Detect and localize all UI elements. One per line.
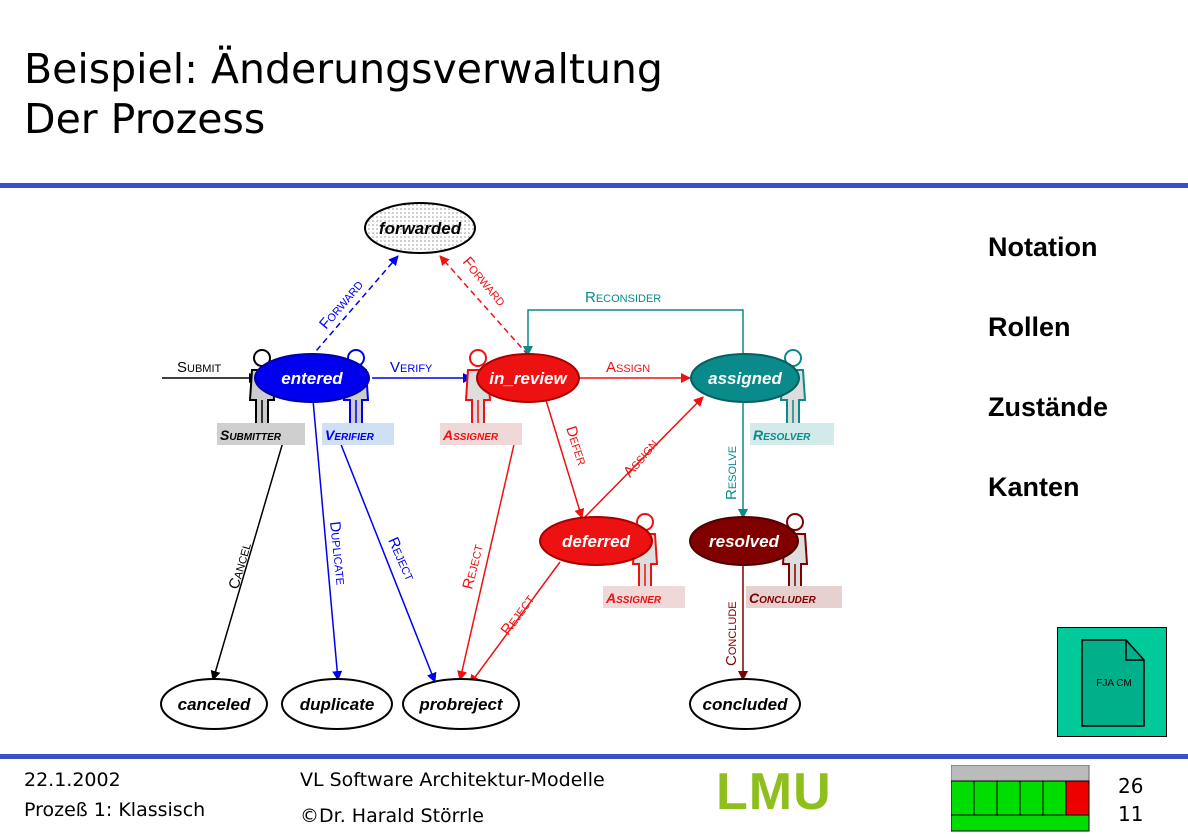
role-submitter: Submitter <box>220 427 282 443</box>
label-reconsider: Reconsider <box>585 289 661 306</box>
page-number: 26 <box>1118 774 1144 798</box>
label-reject-verifier: Reject <box>384 535 418 584</box>
footer-author: ©Dr. Harald Störrle <box>300 805 484 827</box>
label-defer: Defer <box>562 424 591 468</box>
edge-duplicate <box>312 399 343 681</box>
fja-cm-label: FJA CM <box>1096 678 1132 689</box>
edge-forward-left <box>309 255 399 359</box>
lmu-logo-text: LMU <box>716 763 832 821</box>
slide-title-line2: Der Prozess <box>24 95 266 143</box>
document-icon: FJA CM <box>1081 639 1145 727</box>
edge-reject-review <box>457 439 516 681</box>
label-resolve: Resolve <box>723 446 740 500</box>
progress-cell <box>951 780 975 816</box>
slide-title-line1: Beispiel: Änderungsverwaltung <box>24 45 663 93</box>
state-label-concluded: concluded <box>702 695 788 714</box>
progress-cell <box>973 780 998 816</box>
lmu-logo: LMU <box>716 766 832 818</box>
label-verify: Verify <box>390 359 433 376</box>
state-label-entered: entered <box>281 369 343 388</box>
footer-date: 22.1.2002 <box>24 769 121 791</box>
label-forward-left: Forward <box>316 277 367 333</box>
label-reject-deferred: Reject <box>497 591 538 638</box>
state-in-review: in_review <box>476 353 580 403</box>
side-label-kanten: Kanten <box>988 472 1080 502</box>
edge-forward-right <box>439 255 529 356</box>
edge-reject-deferred <box>469 561 561 685</box>
state-canceled: canceled <box>160 678 268 730</box>
side-label-notation: Notation <box>988 232 1098 262</box>
edge-reconsider <box>523 309 744 360</box>
label-reject-review: Reject <box>459 542 487 591</box>
footer-course: VL Software Architektur-Modelle <box>300 769 605 791</box>
state-label-in-review: in_review <box>489 369 568 388</box>
state-label-probreject: probreject <box>418 695 503 714</box>
fja-cm-document-icon[interactable]: FJA CM <box>1057 627 1167 737</box>
label-forward-right: Forward <box>459 254 510 310</box>
role-assigner-review: Assigner <box>442 427 499 443</box>
edge-assign-deferred <box>581 396 704 521</box>
state-deferred: deferred <box>539 516 653 566</box>
bottom-rule <box>0 754 1188 759</box>
state-label-forwarded: forwarded <box>379 219 462 238</box>
role-verifier: Verifier <box>325 427 375 443</box>
progress-footer <box>951 814 1090 832</box>
state-label-canceled: canceled <box>178 695 251 714</box>
state-concluded: concluded <box>689 678 801 730</box>
label-duplicate: Duplicate <box>326 521 350 586</box>
state-resolved: resolved <box>689 516 799 566</box>
state-entered: entered <box>254 353 370 403</box>
edge-cancel <box>210 424 289 681</box>
state-label-deferred: deferred <box>562 532 631 551</box>
edge-defer <box>544 396 585 519</box>
label-conclude: Conclude <box>723 601 740 666</box>
label-assign: Assign <box>606 359 650 376</box>
role-assigner-deferred: Assigner <box>605 590 662 606</box>
top-rule <box>0 183 1188 188</box>
side-label-zustaende: Zustände <box>988 392 1109 422</box>
state-duplicate: duplicate <box>281 678 393 730</box>
label-submit: Submit <box>177 359 222 376</box>
page-sub-number: 11 <box>1118 802 1144 826</box>
state-diagram: forwarded entered in_review assigned def… <box>160 202 842 730</box>
state-label-duplicate: duplicate <box>300 695 375 714</box>
progress-cell <box>1065 780 1090 816</box>
label-assign-deferred: Assign <box>620 436 661 481</box>
progress-indicator <box>951 765 1090 832</box>
role-concluder: Concluder <box>749 590 817 606</box>
state-probreject: probreject <box>402 678 520 730</box>
state-label-resolved: resolved <box>709 532 780 551</box>
progress-header <box>951 765 1090 782</box>
state-forwarded: forwarded <box>364 202 476 254</box>
state-assigned: assigned <box>690 353 800 403</box>
state-label-assigned: assigned <box>708 369 782 388</box>
edge-reject-verifier <box>339 441 437 683</box>
side-label-rollen: Rollen <box>988 312 1071 342</box>
role-resolver: Resolver <box>753 427 811 443</box>
progress-cell <box>1019 780 1044 816</box>
footer-subtitle: Prozeß 1: Klassisch <box>24 799 206 821</box>
progress-cell <box>1042 780 1067 816</box>
progress-cell <box>996 780 1021 816</box>
label-cancel: Cancel <box>226 541 255 591</box>
slide-title: Beispiel: Änderungsverwaltung Der Prozes… <box>24 44 663 144</box>
